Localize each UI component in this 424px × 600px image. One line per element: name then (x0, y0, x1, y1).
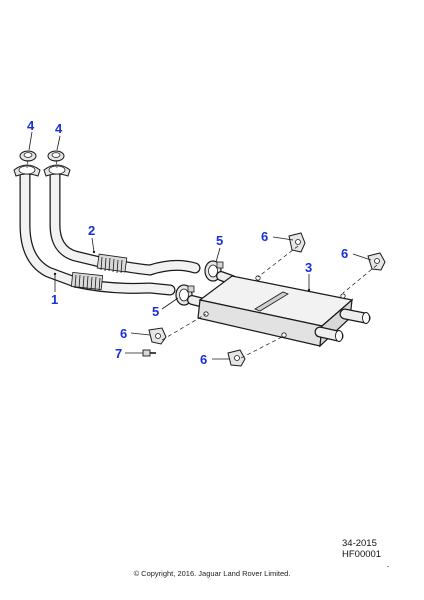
washer-left (19, 150, 37, 162)
callout-mount-left: 6 (120, 326, 127, 341)
mount-top-right (367, 252, 386, 271)
leader-dots (53, 250, 311, 292)
front-pipe-lower (19, 169, 176, 296)
callout-washer-left: 4 (27, 118, 35, 133)
callout-clamp-lower: 5 (152, 304, 159, 319)
mount-bottom (227, 349, 246, 367)
flange-right (43, 164, 71, 177)
front-pipe-upper (49, 169, 201, 276)
washer-right (47, 150, 65, 162)
callout-front-pipe-lower: 1 (51, 292, 58, 307)
flange-left (13, 164, 41, 177)
leader-lines (28, 131, 372, 360)
callout-bolt: 7 (115, 346, 122, 361)
callout-mount-top-left: 6 (261, 229, 268, 244)
callout-washer-right: 4 (55, 121, 63, 136)
callout-mount-bottom: 6 (200, 352, 207, 367)
reference-id: HF00001 (342, 549, 382, 560)
mount-left (148, 327, 167, 345)
callout-front-pipe-upper: 2 (88, 223, 95, 238)
mount-top-left (288, 232, 306, 253)
intermediate-silencer (187, 271, 371, 348)
callout-mount-top-right: 6 (341, 246, 348, 261)
callout-clamp-upper: 5 (216, 233, 223, 248)
bolt (142, 349, 156, 357)
assembly-lines (26, 159, 378, 359)
copyright-notice: © Copyright, 2016. Jaguar Land Rover Lim… (133, 569, 291, 578)
reference-code: 34-2015 (342, 538, 377, 549)
corner-mark (387, 566, 389, 567)
flex-section-upper (96, 253, 128, 274)
flex-section-lower (70, 272, 104, 292)
callout-intermediate-silencer: 3 (305, 260, 312, 275)
